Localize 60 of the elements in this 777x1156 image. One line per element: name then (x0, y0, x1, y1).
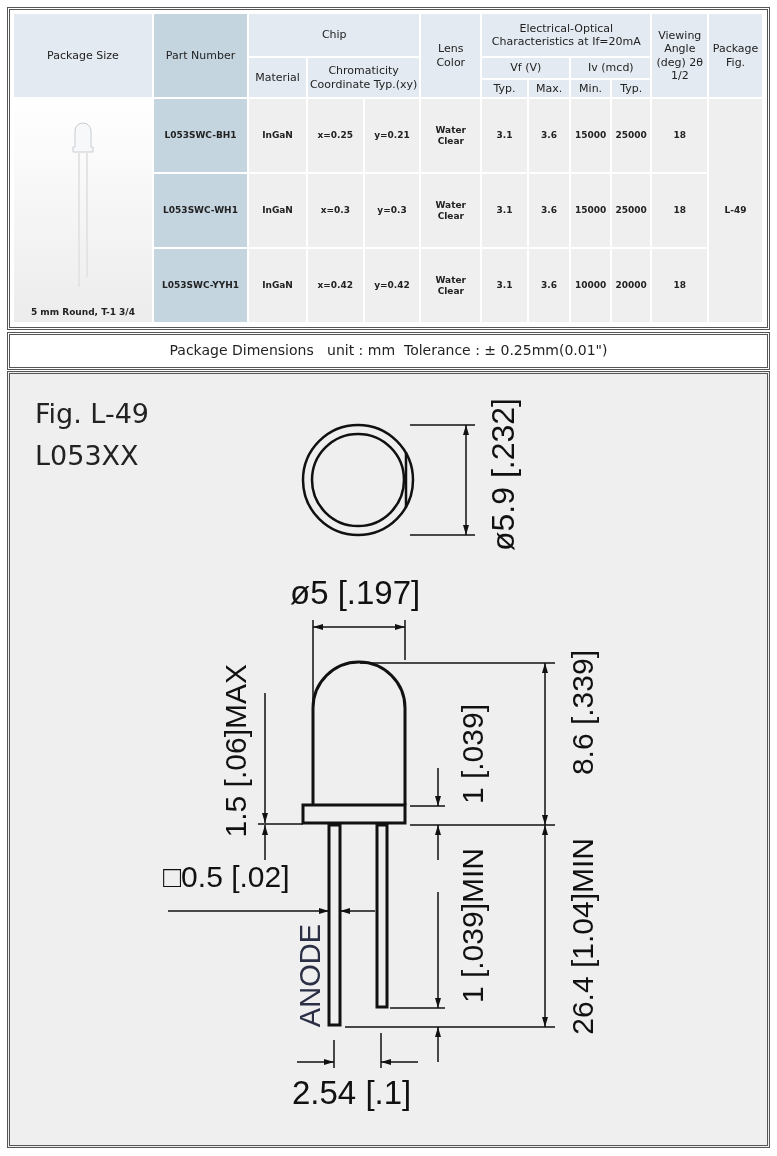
table-value: InGaN (249, 249, 306, 322)
table-value: 3.1 (482, 249, 527, 322)
table-value: Water Clear (421, 249, 481, 322)
column-header: Part Number (153, 14, 248, 97)
table-value: 3.1 (482, 174, 527, 247)
pin-label: ANODE (296, 924, 325, 1028)
column-header: Typ. (611, 80, 651, 97)
table-value: 15000 (571, 99, 610, 172)
table-value: y=0.3 (364, 174, 420, 247)
column-header: Package Fig. (709, 14, 762, 97)
dimension-label: 8.6 [.339] (568, 650, 598, 776)
table-value: 18 (652, 249, 708, 322)
column-header: Chromaticity Coordinate Typ.(xy) (307, 58, 420, 97)
dimension-label: 26.4 [1.04]MIN (568, 838, 598, 1035)
dimension-label: ø5 [.197] (290, 576, 421, 609)
package-size-text: 5 mm Round, T-1 3/4 (30, 307, 135, 318)
model-code: L053XX (35, 442, 139, 469)
dimension-label: 1 [.039] (458, 704, 488, 805)
table-value: 20000 (611, 249, 651, 322)
column-header: Chip (249, 14, 420, 56)
column-header: Electrical-Optical Characteristics at If=20mA (482, 14, 651, 56)
part-number: L053SWC-BH1 (153, 99, 248, 172)
column-header: Package Size (14, 14, 152, 97)
column-header: Viewing Angle (deg) 2θ 1/2 (652, 14, 708, 97)
dimension-label: 1.5 [.06]MAX (221, 664, 251, 838)
dimensions-heading: Package Dimensions unit : mm Tolerance : ± 0.25mm(0.01") (168, 343, 609, 357)
part-number: L053SWC-YYH1 (153, 249, 248, 322)
table-value: 18 (652, 174, 708, 247)
part-number: L053SWC-WH1 (153, 174, 248, 247)
table-value: x=0.25 (307, 99, 363, 172)
table-value: InGaN (249, 99, 306, 172)
column-header: Material (249, 58, 306, 97)
table-value: 3.6 (528, 174, 570, 247)
table-value: Water Clear (421, 99, 481, 172)
dimension-label: 2.54 [.1] (292, 1076, 412, 1109)
column-header: Typ. (482, 80, 527, 97)
dimension-label: ø5.9 [.232] (487, 398, 519, 551)
table-value: y=0.42 (364, 249, 420, 322)
table-value: y=0.21 (364, 99, 420, 172)
table-value: x=0.42 (307, 249, 363, 322)
table-value: 3.1 (482, 99, 527, 172)
column-header: Min. (571, 80, 610, 97)
table-value: 3.6 (528, 249, 570, 322)
table-value: 18 (652, 99, 708, 172)
table-value: 15000 (571, 174, 610, 247)
table-value: InGaN (249, 174, 306, 247)
column-header: Iv (mcd) (571, 58, 651, 78)
table-value: 3.6 (528, 99, 570, 172)
column-header: Vf (V) (482, 58, 570, 78)
table-value: x=0.3 (307, 174, 363, 247)
figure-title: Fig. L-49 (35, 400, 150, 427)
dimension-label: 1 [.039]MIN (458, 848, 488, 1004)
column-header: Max. (528, 80, 570, 97)
dimension-label: □0.5 [.02] (163, 862, 290, 892)
package-figure: L-49 (709, 99, 762, 322)
table-value: 25000 (611, 99, 651, 172)
table-value: 25000 (611, 174, 651, 247)
table-value: 10000 (571, 249, 610, 322)
table-value: Water Clear (421, 174, 481, 247)
column-header: Lens Color (421, 14, 481, 97)
